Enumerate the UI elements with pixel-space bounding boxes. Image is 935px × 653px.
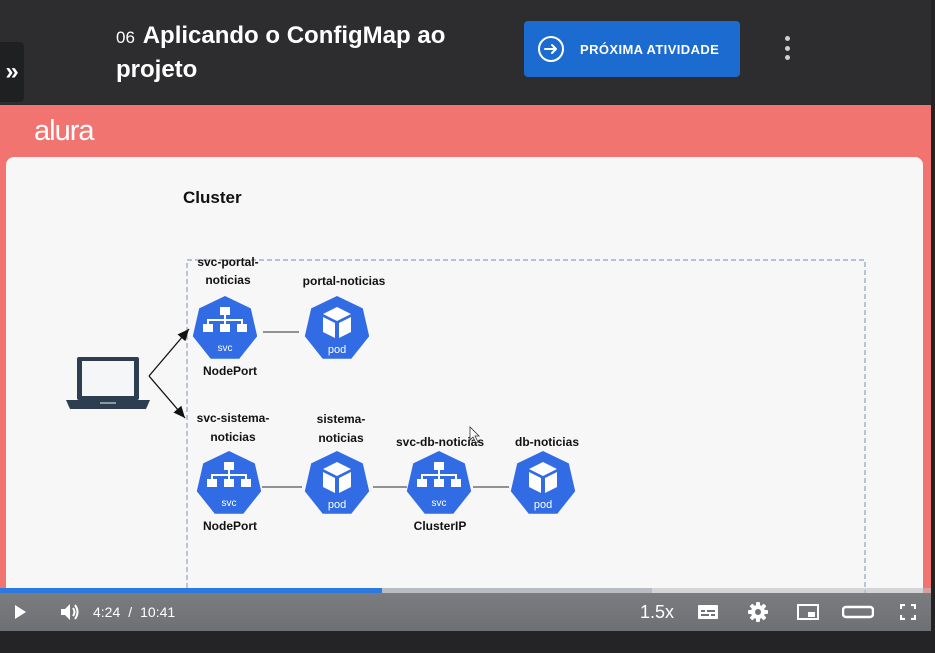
arrow-to-svc-sistema xyxy=(148,375,186,419)
service-type: NodePort xyxy=(203,364,257,378)
lesson-number: 06 xyxy=(116,28,135,47)
time-separator: / xyxy=(128,604,133,620)
player-controls: 4:24 / 10:41 1.5x xyxy=(0,593,931,631)
time-display: 4:24 / 10:41 xyxy=(93,593,175,631)
duration: 10:41 xyxy=(140,604,176,620)
svc-icon-label: svc xyxy=(218,343,233,354)
page-footer-strip xyxy=(0,631,935,653)
theater-mode-button[interactable] xyxy=(840,593,876,631)
next-activity-button[interactable]: PRÓXIMA ATIVIDADE xyxy=(524,21,740,77)
pod-icon-label: pod xyxy=(328,499,346,511)
sidebar-toggle-button[interactable]: » xyxy=(0,42,24,102)
progress-bar[interactable] xyxy=(0,588,931,593)
miniplayer-icon xyxy=(797,604,819,620)
service-icon: svc xyxy=(192,296,258,359)
lesson-header: » 06 Aplicando o ConfigMap ao projeto PR… xyxy=(0,0,935,104)
service-type: ClusterIP xyxy=(414,519,467,533)
pod-icon-label: pod xyxy=(328,344,346,356)
settings-icon xyxy=(748,602,768,622)
node-label: noticias xyxy=(205,273,251,287)
current-time: 4:24 xyxy=(93,604,121,620)
progress-played xyxy=(0,588,382,593)
pod-icon-label: pod xyxy=(534,499,552,511)
scrollbar-edge xyxy=(931,0,935,653)
svc-icon-label: svc xyxy=(222,498,237,509)
service-icon: svc xyxy=(406,451,472,514)
fullscreen-button[interactable] xyxy=(894,593,922,631)
volume-icon xyxy=(61,604,79,620)
slide-content: Cluster svc-portal- noticias svc xyxy=(6,157,923,631)
node-label: db-noticias xyxy=(515,435,579,449)
lesson-title-text: Aplicando o ConfigMap ao projeto xyxy=(116,22,446,83)
alura-logo: alura xyxy=(34,115,94,147)
video-player[interactable]: alura xyxy=(0,105,931,631)
next-activity-label: PRÓXIMA ATIVIDADE xyxy=(580,41,720,57)
cluster-boundary xyxy=(186,259,866,631)
node-label: noticias xyxy=(210,430,256,444)
subtitles-button[interactable] xyxy=(694,593,722,631)
playback-speed-button[interactable]: 1.5x xyxy=(639,601,675,622)
node-label: svc-db-noticias xyxy=(396,435,484,449)
node-label: sistema- xyxy=(317,412,366,426)
node-label: svc-portal- xyxy=(197,255,258,269)
pod-icon: pod xyxy=(304,296,370,359)
svc-icon-label: svc xyxy=(432,498,447,509)
volume-button[interactable] xyxy=(56,593,84,631)
lesson-title: 06 Aplicando o ConfigMap ao projeto xyxy=(116,20,496,86)
service-type: NodePort xyxy=(203,519,257,533)
play-icon xyxy=(15,605,26,619)
subtitles-icon xyxy=(698,605,718,619)
miniplayer-button[interactable] xyxy=(794,593,822,631)
node-label: noticias xyxy=(318,431,364,445)
arrow-to-svc-portal xyxy=(148,328,190,377)
play-button[interactable] xyxy=(6,593,34,631)
more-options-icon[interactable] xyxy=(781,36,793,60)
node-label: svc-sistema- xyxy=(197,411,270,425)
double-chevron-right-icon: » xyxy=(5,58,19,85)
mouse-cursor-icon xyxy=(469,426,480,444)
pod-icon: pod xyxy=(510,451,576,514)
settings-button[interactable] xyxy=(744,593,772,631)
cluster-diagram: Cluster svc-portal- noticias svc xyxy=(66,188,866,631)
pod-icon: pod xyxy=(304,451,370,514)
node-label: portal-noticias xyxy=(303,274,386,288)
laptop-icon xyxy=(66,357,150,409)
cluster-label: Cluster xyxy=(183,188,242,207)
fullscreen-icon xyxy=(900,604,916,620)
theater-icon xyxy=(842,605,874,619)
service-icon: svc xyxy=(196,451,262,514)
arrow-right-circle-icon xyxy=(538,36,564,62)
